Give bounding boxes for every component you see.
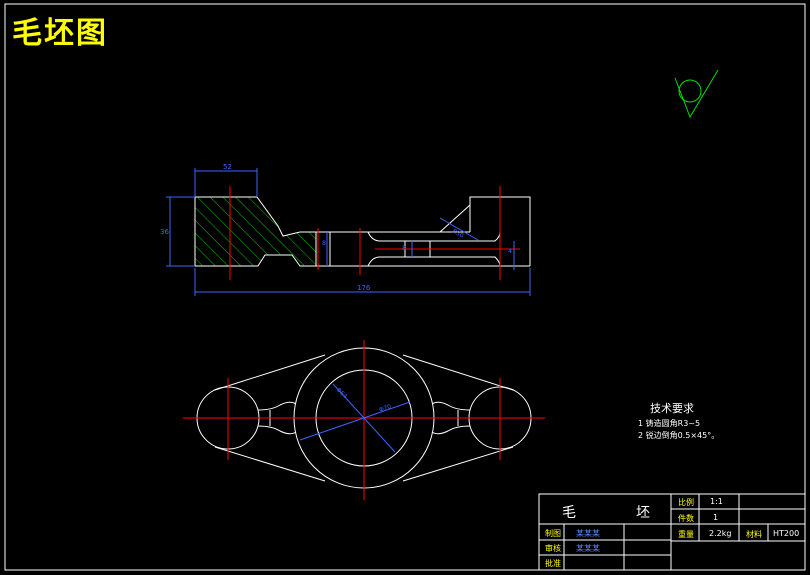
dim-slot: R50 xyxy=(451,228,465,240)
scale-label: 比例 xyxy=(678,498,694,507)
hatched-section xyxy=(194,196,317,267)
approve-label: 批准 xyxy=(545,559,561,568)
material-label: 材料 xyxy=(746,530,762,539)
roughness-symbol xyxy=(674,69,719,119)
title-block-name-1: 毛 xyxy=(562,505,576,521)
tech-requirement-1: 1 铸造圆角R3~5 xyxy=(638,419,701,428)
title-block-name-2: 坯 xyxy=(636,505,650,521)
drawn-label: 制图 xyxy=(545,529,561,538)
count-label: 件数 xyxy=(678,514,694,523)
drawing-title: 毛坯图 xyxy=(12,16,108,51)
weight-value: 2.2kg xyxy=(709,529,732,538)
count-value: 1 xyxy=(713,513,719,522)
dim-right-small: 4 xyxy=(508,248,512,255)
check-value: 某某某 xyxy=(576,544,600,553)
dim-inner-2: 8 xyxy=(402,245,406,252)
drawing-frame xyxy=(4,3,806,571)
scale-value: 1:1 xyxy=(710,497,723,506)
dim-left-height: 36 xyxy=(160,228,169,236)
dim-inner-1: 8 xyxy=(322,240,326,247)
tech-requirement-2: 2 锐边倒角0.5×45°。 xyxy=(638,431,720,440)
check-label: 审核 xyxy=(545,544,561,553)
weight-label: 重量 xyxy=(678,530,694,539)
drawn-value: 某某某 xyxy=(576,529,600,538)
dim-overall-length: 176 xyxy=(357,284,371,292)
title-block-grid xyxy=(538,493,806,571)
top-view: Φ64 Φ70 xyxy=(183,340,545,500)
tech-requirements-heading: 技术要求 xyxy=(650,402,694,415)
material-value: HT200 xyxy=(773,529,800,538)
front-view: 52 36 176 8 8 4 R50 xyxy=(160,163,531,296)
dim-top-width: 52 xyxy=(223,163,232,171)
dim-diameter-right: Φ70 xyxy=(378,403,392,414)
